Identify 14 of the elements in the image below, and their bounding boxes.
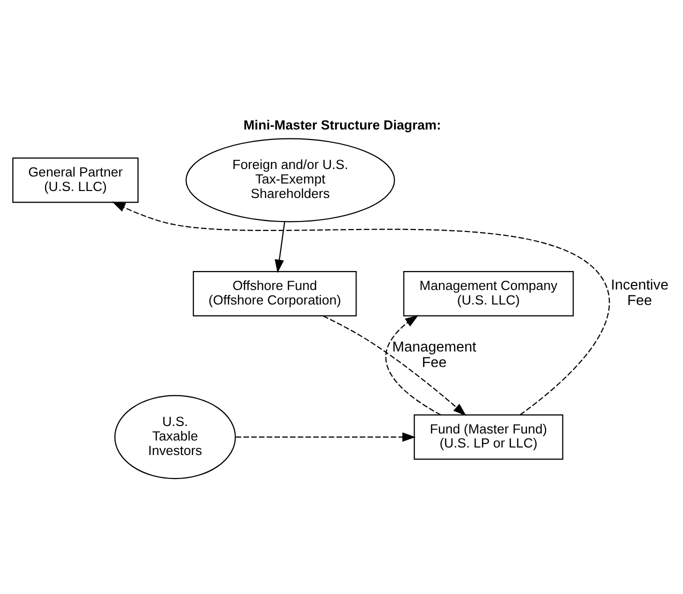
node-ellipse: Foreign and/or U.S. Tax-Exempt Shareholders	[186, 138, 396, 222]
node-box: General Partner (U.S. LLC)	[12, 158, 139, 203]
edge-label: Management Fee	[392, 340, 476, 372]
arrow	[274, 222, 286, 273]
node-ellipse: U.S. Taxable Investors	[114, 395, 236, 480]
node-box: Fund (Master Fund) (U.S. LP or LLC)	[414, 414, 564, 460]
arrow	[385, 315, 441, 416]
diagram-title: Mini-Master Structure Diagram:	[243, 117, 442, 132]
node-box: Management Company (U.S. LLC)	[403, 270, 574, 316]
node-box: Offshore Fund (Offshore Corporation)	[192, 270, 357, 316]
arrow	[112, 202, 610, 416]
arrow	[236, 432, 416, 442]
arrow	[322, 315, 466, 416]
edge-label: Incentive Fee	[610, 278, 668, 310]
